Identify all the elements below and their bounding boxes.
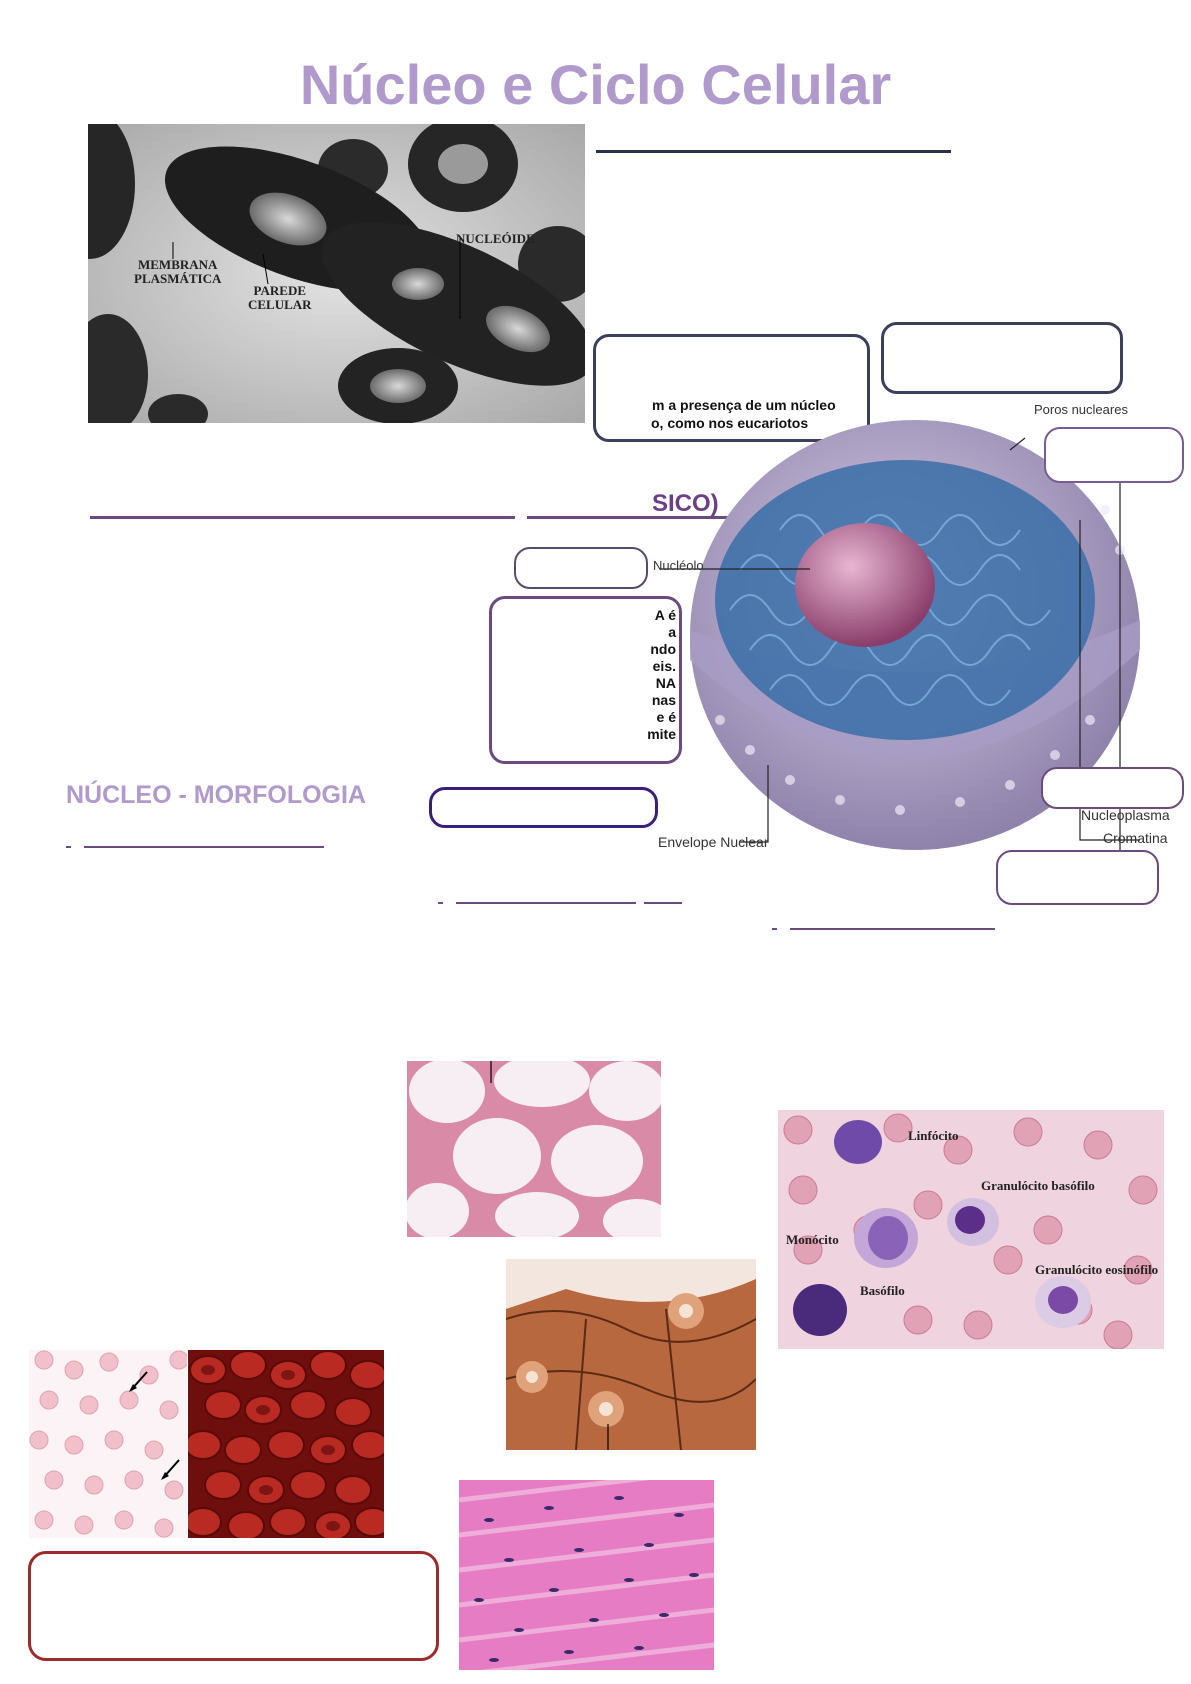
label-nuclear-envelope: Envelope Nuclear xyxy=(658,834,769,850)
answer-box xyxy=(881,322,1123,394)
label-nucleolus: Nucléolo xyxy=(653,558,704,573)
answer-box xyxy=(429,787,658,828)
answer-line xyxy=(84,846,324,848)
label-eosinophil-granulocyte: Granulócito eosinófilo xyxy=(1035,1262,1159,1277)
answer-box xyxy=(996,850,1159,905)
label-nucleoid: NUCLEÓIDE xyxy=(456,231,535,246)
answer-line xyxy=(456,902,636,904)
eukaryote-note-line1: m a presença de um núcleo xyxy=(652,397,836,413)
answer-line xyxy=(596,150,951,153)
page-title: Núcleo e Ciclo Celular xyxy=(299,53,892,116)
label-plasma-membrane: MEMBRANA PLASMÁTICA xyxy=(134,257,222,286)
label-nucleoplasm: Nucleoplasma xyxy=(1081,807,1170,823)
answer-line xyxy=(790,928,995,930)
eukaryote-note-line2: o, como nos eucariotos xyxy=(651,415,809,431)
fragment-line: nas xyxy=(651,692,676,708)
fragment-line: eis. xyxy=(652,658,676,674)
answer-box xyxy=(514,547,648,589)
answer-line xyxy=(527,516,732,519)
section-heading: NÚCLEO - MORFOLOGIA xyxy=(66,781,366,809)
bacteria-micrograph: MEMBRANA PLASMÁTICA PAREDE CELULAR NUCLE… xyxy=(88,124,585,423)
fragment-line: NA xyxy=(655,675,676,691)
answer-box xyxy=(28,1551,439,1661)
label-basophil: Basófilo xyxy=(860,1283,905,1298)
label-nuclear-pores: Poros nucleares xyxy=(1034,402,1128,417)
nucleus-diagram: Poros nucleares Nucléolo Envelope Nuclea… xyxy=(650,390,1191,860)
adipose-tissue-photo xyxy=(407,1061,661,1237)
answer-line xyxy=(90,516,515,519)
section-heading-fragment: SICO) xyxy=(652,490,719,517)
answer-line xyxy=(438,902,443,904)
red-blood-cells-sem-photo xyxy=(188,1350,384,1538)
answer-box xyxy=(489,596,682,764)
answer-line xyxy=(644,902,682,904)
fragment-text: A é a ndo eis. NA nas e é mite xyxy=(600,607,676,743)
answer-line xyxy=(66,846,71,848)
fragment-line: a xyxy=(668,624,676,640)
label-basophil-granulocyte: Granulócito basófilo xyxy=(981,1178,1095,1193)
fragment-line: ndo xyxy=(650,641,676,657)
ovarian-tissue-photo xyxy=(506,1259,756,1450)
answer-box xyxy=(593,334,870,442)
label-chromatin: Cromatina xyxy=(1103,830,1168,846)
red-blood-cells-smear-photo xyxy=(29,1350,187,1538)
fragment-line: e é xyxy=(656,709,676,725)
label-cell-wall: PAREDE CELULAR xyxy=(248,283,312,312)
label-lymphocyte: Linfócito xyxy=(908,1128,959,1143)
label-monocyte: Monócito xyxy=(786,1232,839,1247)
answer-box xyxy=(1044,427,1184,483)
fragment-line: mite xyxy=(647,726,676,742)
answer-line xyxy=(772,928,777,930)
fragment-line: A é xyxy=(654,607,676,623)
muscle-tissue-photo xyxy=(459,1480,714,1670)
blood-smear-photo: Linfócito Granulócito basófilo Monócito … xyxy=(778,1110,1164,1349)
answer-box xyxy=(1041,767,1184,809)
